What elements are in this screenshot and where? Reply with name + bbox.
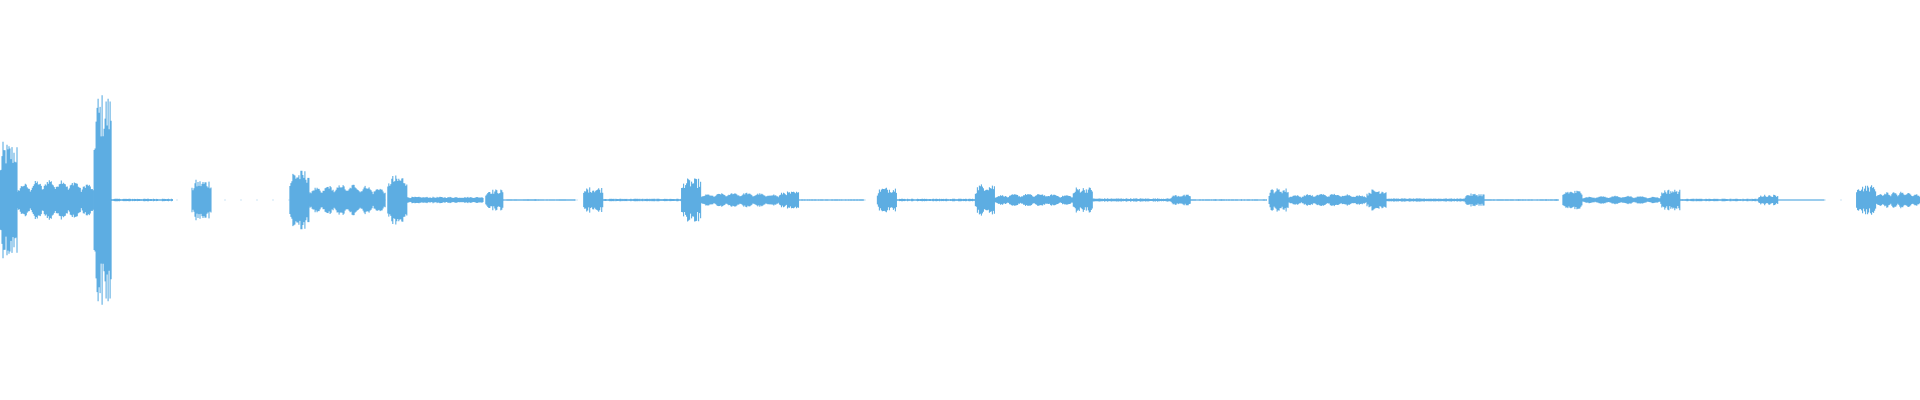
waveform-segment-22: [1091, 198, 1172, 202]
waveform-segment-26: [1287, 193, 1367, 207]
waveform-segment-38: [1875, 191, 1920, 209]
waveform-segment-19: [974, 184, 995, 216]
waveform-segment-3: [110, 198, 173, 202]
waveform-segment-11: [583, 187, 604, 213]
waveform-segment-10: [502, 199, 576, 201]
waveform-segment-4: [191, 179, 212, 221]
waveform-segment-0: [0, 141, 18, 259]
waveform-segment-34: [1679, 198, 1759, 202]
waveform-segment-27: [1366, 189, 1387, 211]
waveform-segment-21: [1072, 187, 1093, 213]
waveform-segment-6: [308, 184, 386, 216]
waveform-segment-37: [1856, 185, 1877, 215]
waveform-segment-7: [387, 175, 408, 225]
waveform-segment-1: [16, 180, 94, 220]
waveform-segment-35: [1758, 194, 1779, 206]
waveform-segment-16: [798, 199, 865, 201]
waveform-segment-15: [778, 191, 800, 209]
waveform-segment-20: [994, 194, 1074, 206]
waveform-segment-30: [1483, 199, 1559, 201]
waveform-samples: [0, 95, 1920, 305]
waveform-segment-25: [1268, 188, 1289, 212]
waveform-segment-29: [1464, 193, 1485, 207]
waveform-segment-24: [1189, 199, 1267, 201]
waveform-segment-17: [876, 187, 897, 213]
waveform-segment-23: [1170, 194, 1191, 206]
waveform-segment-13: [681, 178, 702, 222]
waveform-segment-28: [1385, 198, 1465, 202]
waveform-segment-14: [700, 192, 780, 208]
waveform-segment-5: [289, 170, 310, 230]
waveform-segment-8: [406, 196, 484, 204]
waveform-segment-9: [485, 189, 504, 211]
waveform-segment-33: [1660, 189, 1681, 211]
waveform-segment-2: [93, 95, 112, 305]
waveform-segment-36: [1777, 199, 1825, 201]
waveform-segment-31: [1562, 190, 1583, 210]
waveform-segment-12: [602, 198, 682, 202]
waveform-segment-18: [896, 198, 976, 202]
waveform-segment-32: [1581, 195, 1661, 205]
